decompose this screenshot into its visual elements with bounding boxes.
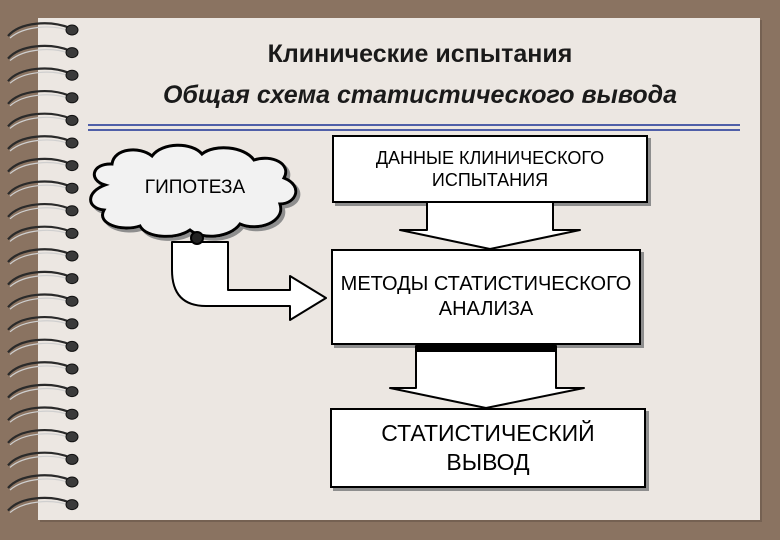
spiral-ring — [7, 451, 79, 468]
conclusion-box — [330, 408, 646, 488]
spiral-ring — [7, 180, 79, 197]
spiral-ring — [7, 248, 79, 265]
title-rule-bottom — [88, 129, 740, 131]
spiral-ring — [7, 361, 79, 378]
spiral-ring — [7, 203, 79, 220]
spiral-ring — [7, 474, 79, 491]
spiral-binding — [7, 22, 79, 514]
spiral-ring — [7, 157, 79, 175]
spiral-ring — [7, 316, 79, 333]
data-box-label: ДАННЫЕ КЛИНИЧЕСКОГО ИСПЫТАНИЯ — [375, 147, 605, 191]
spiral-ring — [7, 44, 79, 62]
spiral-ring — [7, 293, 79, 310]
spiral-ring — [7, 383, 79, 401]
arrow-stem-bar — [416, 346, 556, 352]
page-subtitle: Общая схема статистического вывода — [162, 81, 678, 109]
spiral-ring — [7, 270, 79, 288]
spiral-ring — [7, 67, 79, 84]
title-rule-top — [88, 124, 740, 126]
spiral-ring — [7, 225, 79, 242]
spiral-ring — [7, 112, 79, 129]
methods-box — [331, 249, 641, 345]
spiral-ring — [7, 496, 79, 514]
down-arrow-data-to-methods — [399, 201, 581, 250]
hypothesis-arrow — [171, 231, 327, 321]
spiral-ring — [7, 90, 79, 107]
hypothesis-cloud — [89, 143, 298, 238]
page-title: Клинические испытания — [267, 40, 573, 68]
spiral-ring — [7, 22, 79, 39]
spiral-ring — [7, 338, 79, 355]
spiral-ring — [7, 135, 79, 152]
conclusion-box-label: СТАТИСТИЧЕСКИЙ ВЫВОД — [381, 420, 595, 475]
down-arrow-methods-to-conclusion — [389, 345, 585, 409]
hypothesis-label: ГИПОТЕЗА — [144, 177, 246, 199]
spiral-ring — [7, 429, 79, 446]
spiral-ring — [7, 406, 79, 423]
methods-box-label: МЕТОДЫ СТАТИСТИЧЕСКОГО АНАЛИЗА — [340, 273, 632, 320]
